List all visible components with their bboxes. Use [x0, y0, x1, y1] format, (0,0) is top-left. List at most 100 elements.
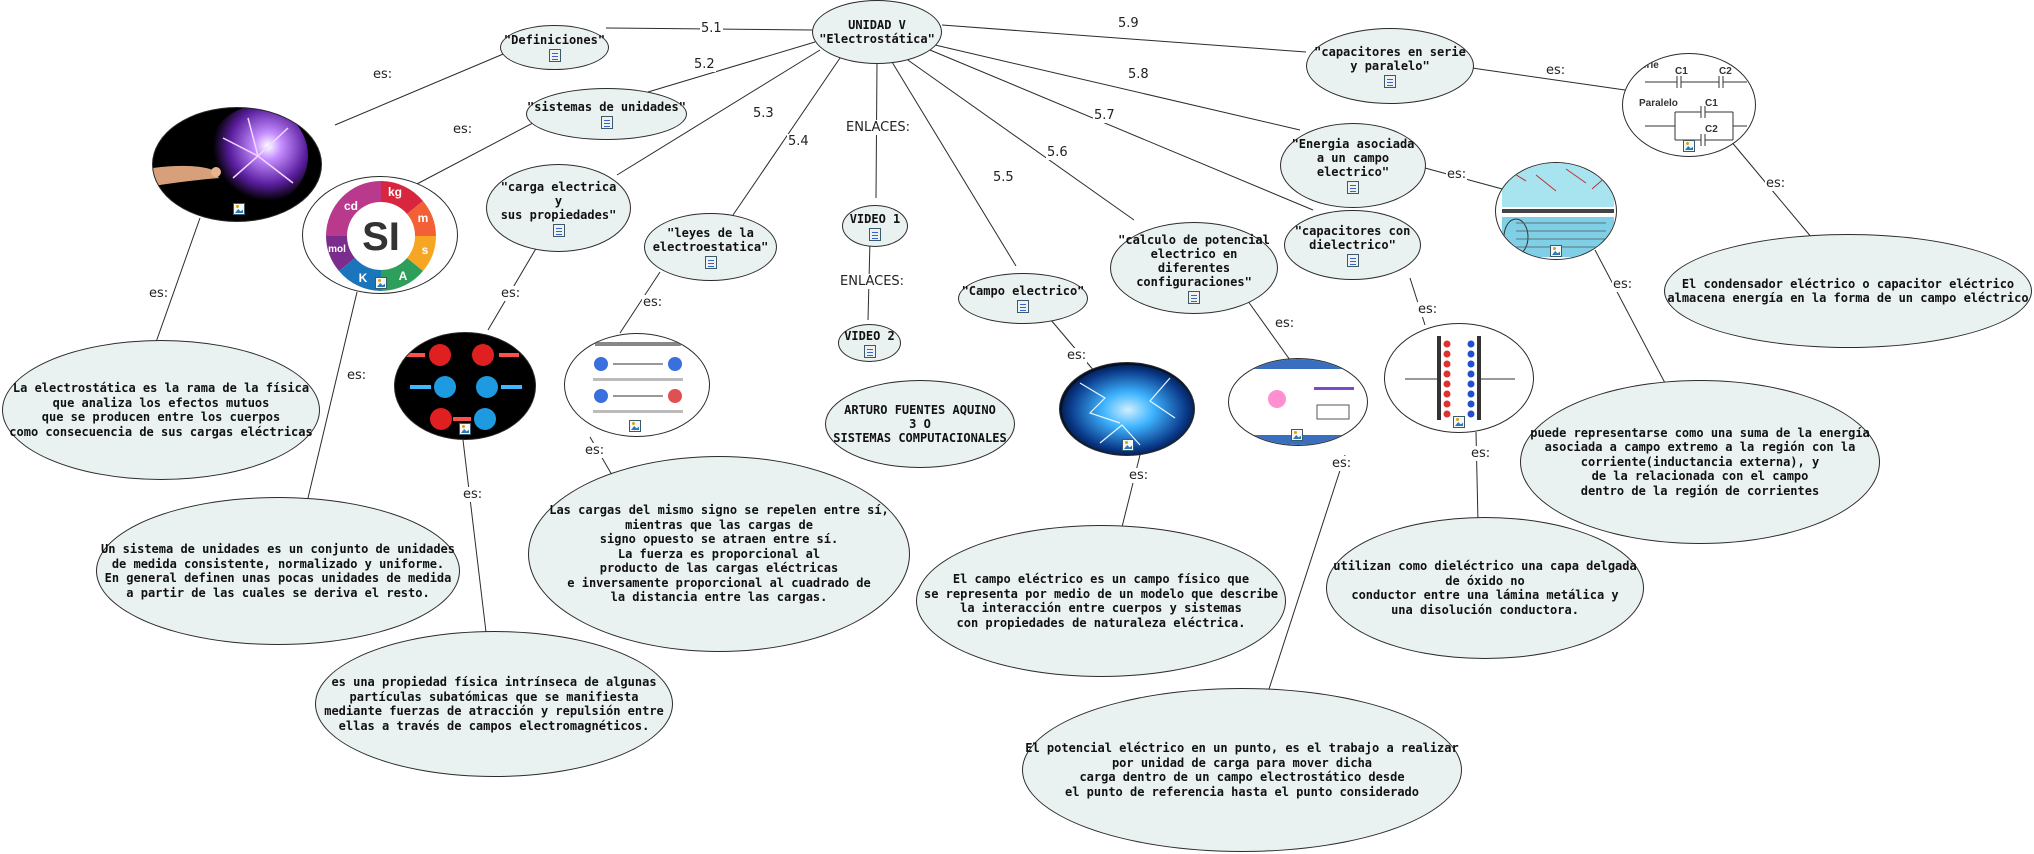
document-icon[interactable]	[704, 255, 717, 269]
image-electric-potential[interactable]	[1228, 358, 1368, 446]
topic-label: "capacitores con dielectrico"	[1294, 223, 1411, 252]
description-energia[interactable]: puede representarse como una suma de la …	[1520, 380, 1880, 544]
topic-capacitores-dielectrico[interactable]: "capacitores con dielectrico"	[1284, 210, 1421, 280]
image-capacitor-dielectric[interactable]	[1384, 323, 1534, 433]
topic-energia-asociada[interactable]: "Energia asociada a un campo electrico"	[1280, 123, 1426, 208]
topic-definiciones[interactable]: "Definiciones"	[500, 25, 609, 70]
document-icon[interactable]	[552, 223, 565, 237]
caption-c2b: C2	[1705, 124, 1718, 135]
si-wheel-image: SI kg m s A K mol cd	[326, 181, 436, 291]
si-unit-mol: mol	[328, 244, 346, 255]
image-coulomb-law[interactable]	[564, 333, 710, 437]
image-icon[interactable]	[1550, 245, 1562, 257]
image-icon[interactable]	[1291, 429, 1303, 441]
topic-label: "capacitores en serie y paralelo"	[1314, 44, 1466, 73]
description-serie-paralelo[interactable]: El condensador eléctrico o capacitor elé…	[1664, 234, 2032, 348]
link-label-es: es:	[642, 295, 664, 310]
dielectric-image	[1405, 336, 1515, 420]
description-potencial[interactable]: El potencial eléctrico en un punto, es e…	[1022, 688, 1462, 852]
image-charges[interactable]	[394, 332, 536, 440]
description-carga[interactable]: es una propiedad física intrínseca de al…	[315, 631, 673, 777]
description-leyes[interactable]: Las cargas del mismo signo se repelen en…	[528, 456, 910, 652]
document-icon[interactable]	[1347, 181, 1359, 194]
link-label-es: es:	[1545, 63, 1567, 78]
image-plasma-ball[interactable]	[152, 107, 322, 222]
link-label-es: es:	[372, 67, 394, 82]
central-title-line2: "Electrostática"	[819, 32, 935, 46]
topic-sistemas-de-unidades[interactable]: "sistemas de unidades"	[526, 88, 687, 140]
topic-label: "leyes de la electroestatica"	[652, 225, 769, 254]
charges-image	[405, 344, 522, 430]
si-unit-s: s	[422, 243, 429, 257]
link-label-5-9: 5.9	[1117, 16, 1140, 31]
document-icon[interactable]	[869, 227, 881, 241]
description-sistemas[interactable]: Un sistema de unidades es un conjunto de…	[96, 497, 460, 645]
topic-capacitores-serie-paralelo[interactable]: "capacitores en serie y paralelo"	[1306, 28, 1474, 104]
topic-calculo-potencial[interactable]: "calculo de potencial electrico en difer…	[1110, 222, 1278, 314]
image-si-units[interactable]: SI kg m s A K mol cd	[302, 176, 458, 294]
link-label-es: es:	[1417, 302, 1439, 317]
link-label-5-3: 5.3	[752, 106, 775, 121]
central-topic[interactable]: UNIDAD V "Electrostática"	[812, 0, 942, 64]
topic-leyes-electroestatica[interactable]: "leyes de la electroestatica"	[644, 213, 777, 281]
author-text: ARTURO FUENTES AQUINO 3 O SISTEMAS COMPU…	[833, 403, 1007, 445]
image-icon[interactable]	[459, 423, 471, 435]
link-label-es: es:	[1765, 176, 1787, 191]
topic-video-1[interactable]: VIDEO 1	[842, 205, 908, 247]
caption-c2: C2	[1719, 66, 1732, 77]
document-icon[interactable]	[1017, 300, 1029, 313]
caption-c1: C1	[1675, 66, 1688, 77]
topic-carga-electrica[interactable]: "carga electrica y sus propiedades"	[486, 164, 631, 252]
image-icon[interactable]	[629, 420, 641, 432]
image-icon[interactable]	[1683, 140, 1695, 152]
topic-video-2[interactable]: VIDEO 2	[838, 324, 901, 362]
plasma-ball-image	[153, 108, 308, 206]
si-unit-cd: cd	[344, 199, 358, 213]
link-label-5-6: 5.6	[1046, 145, 1069, 160]
description-dielectrico[interactable]: utilizan como dieléctrico una capa delga…	[1326, 517, 1644, 659]
document-icon[interactable]	[1188, 290, 1200, 304]
caption-c1b: C1	[1705, 98, 1718, 109]
description-text: El condensador eléctrico o capacitor elé…	[1667, 276, 2029, 306]
document-icon[interactable]	[1384, 74, 1396, 88]
image-field-energy[interactable]	[1495, 162, 1617, 260]
link-label-es: es:	[1470, 446, 1492, 461]
document-icon[interactable]	[600, 115, 613, 129]
description-campo[interactable]: El campo eléctrico es un campo físico qu…	[916, 525, 1286, 677]
link-label-es: es:	[584, 443, 606, 458]
image-icon[interactable]	[375, 277, 387, 289]
link-label-es: es:	[346, 368, 368, 383]
image-icon[interactable]	[1122, 439, 1134, 451]
link-label-5-4: 5.4	[787, 134, 810, 149]
image-icon[interactable]	[1453, 416, 1465, 428]
document-icon[interactable]	[863, 344, 876, 358]
description-text: La electrostática es la rama de la físic…	[9, 381, 313, 439]
link-label-es: es:	[500, 286, 522, 301]
topic-label: "Energia asociada a un campo electrico"	[1291, 137, 1415, 179]
link-label-es: es:	[1274, 316, 1296, 331]
description-text: El potencial eléctrico en un punto, es e…	[1025, 741, 1459, 799]
electric-field-image	[1062, 365, 1194, 455]
image-electric-field[interactable]	[1059, 362, 1195, 456]
image-capacitors-series-parallel[interactable]: erie C1 C2 Paralelo C1 C2	[1622, 53, 1756, 157]
author-info: ARTURO FUENTES AQUINO 3 O SISTEMAS COMPU…	[825, 380, 1015, 468]
link-label-es: es:	[1612, 277, 1634, 292]
topic-campo-electrico[interactable]: "Campo electrico"	[958, 273, 1088, 324]
image-icon[interactable]	[233, 203, 245, 215]
caption-paralelo: Paralelo	[1639, 98, 1678, 109]
document-icon[interactable]	[548, 49, 561, 62]
link-label-5-7: 5.7	[1093, 108, 1116, 123]
description-definiciones[interactable]: La electrostática es la rama de la físic…	[2, 340, 320, 480]
link-label-es: es:	[1128, 468, 1150, 483]
si-unit-a: A	[399, 269, 408, 283]
link-label-es: es:	[462, 487, 484, 502]
link-label-5-8: 5.8	[1127, 67, 1150, 82]
topic-label: VIDEO 2	[844, 328, 895, 343]
document-icon[interactable]	[1346, 253, 1359, 267]
link-label-es: es:	[1331, 456, 1353, 471]
description-text: El campo eléctrico es un campo físico qu…	[923, 572, 1278, 630]
link-label-enlaces-2: ENLACES:	[839, 274, 906, 289]
link-label-es: es:	[452, 122, 474, 137]
